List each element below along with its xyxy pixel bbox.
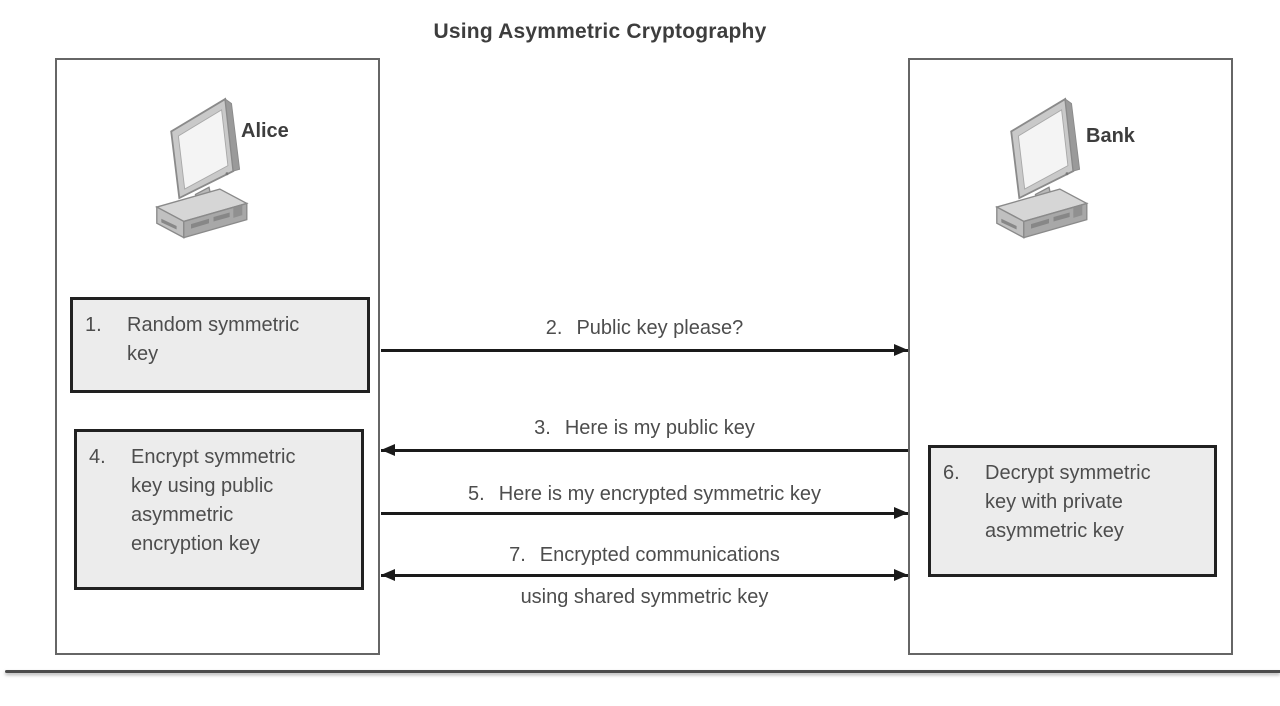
message-label-step2: 2. Public key please?	[381, 315, 908, 341]
arrow-step3-left-icon	[381, 444, 908, 456]
bottom-rule	[5, 670, 1280, 673]
step4-text: Encrypt symmetric key using public asymm…	[131, 446, 296, 555]
arrow-step2-right-icon	[381, 344, 908, 356]
step2-text: Public key please?	[576, 317, 744, 339]
diagram-title: Using Asymmetric Cryptography	[433, 20, 767, 43]
step7-number: 7.	[509, 544, 526, 566]
step1-number: 1.	[85, 314, 102, 336]
message-label-step3: 3. Here is my public key	[381, 415, 908, 441]
step3-number: 3.	[534, 417, 551, 439]
computer-icon	[995, 97, 1089, 239]
message-label-step5: 5. Here is my encrypted symmetric key	[381, 481, 908, 507]
step6-number: 6.	[943, 462, 960, 484]
step5-number: 5.	[468, 483, 485, 505]
computer-icon	[155, 97, 249, 239]
arrow-step7-both-icon	[381, 569, 908, 581]
step6-box: 6. Decrypt symmetric key with private as…	[928, 445, 1217, 577]
actor-label-alice: Alice	[241, 120, 289, 142]
message-label-step7: 7. Encrypted communications	[381, 542, 908, 568]
step1-text: Random symmetric key	[127, 314, 300, 365]
step5-text: Here is my encrypted symmetric key	[498, 483, 821, 505]
message-label-step7-below: using shared symmetric key	[520, 586, 769, 608]
step3-text: Here is my public key	[564, 417, 755, 439]
step1-box: 1. Random symmetric key	[70, 297, 370, 393]
arrow-step5-right-icon	[381, 507, 908, 519]
step4-number: 4.	[89, 446, 106, 468]
step2-number: 2.	[545, 317, 563, 339]
step6-text: Decrypt symmetric key with private asymm…	[985, 462, 1151, 542]
actor-label-bank: Bank	[1086, 125, 1135, 147]
step7-text: Encrypted communications	[539, 544, 780, 566]
step4-box: 4. Encrypt symmetric key using public as…	[74, 429, 364, 590]
